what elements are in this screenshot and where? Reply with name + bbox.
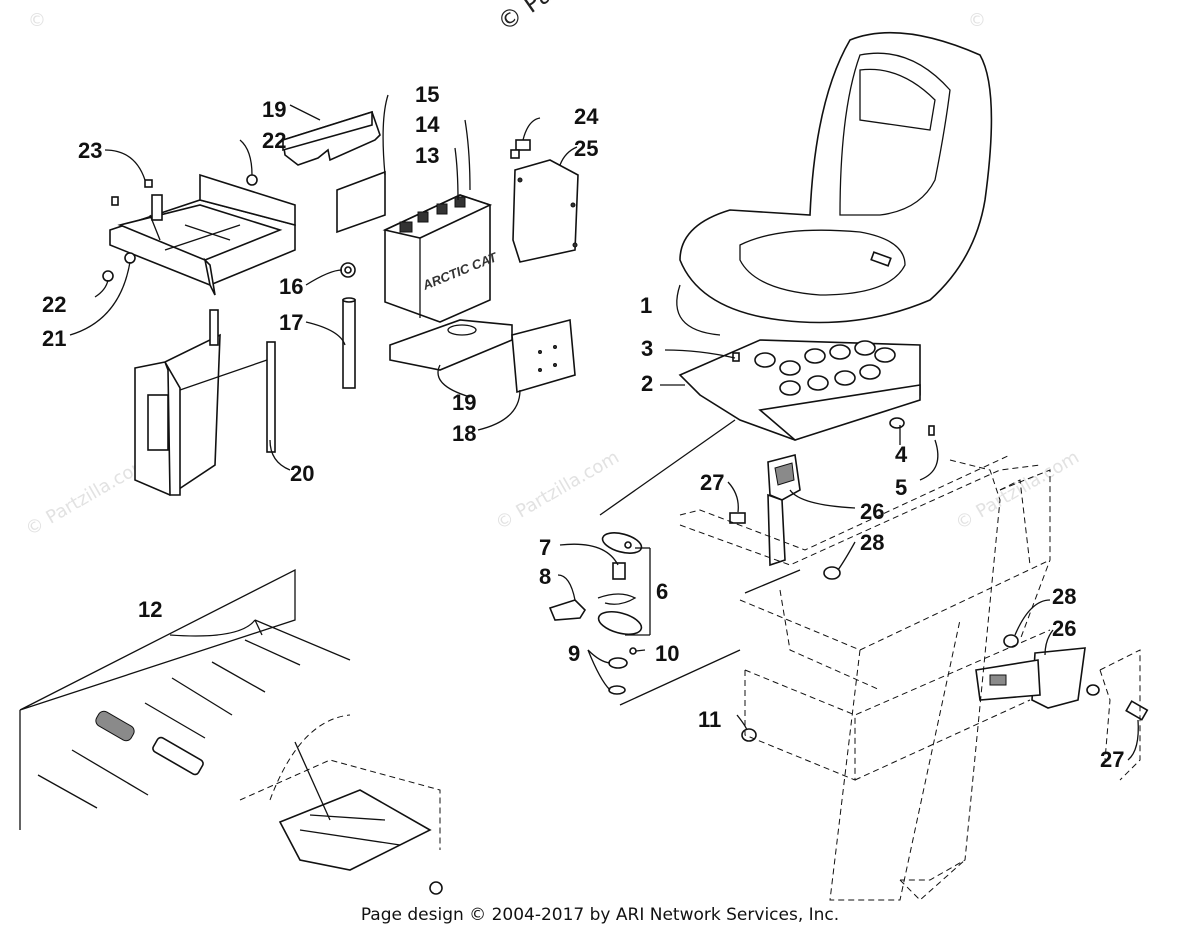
callout-10: 10 (655, 641, 679, 666)
plug-24 (510, 139, 531, 159)
callout-27-left: 27 (700, 470, 724, 495)
copyright-footer: Page design © 2004-2017 by ARI Network S… (361, 905, 839, 925)
callout-18: 18 (452, 421, 476, 446)
screw-5 (928, 425, 935, 436)
watermark-center: © Partzilla.com (492, 447, 623, 535)
nut-22-bottom (102, 270, 114, 282)
callout-23: 23 (78, 138, 102, 163)
pad-19-top (282, 110, 381, 166)
leader-lines (69, 94, 1139, 761)
seat (679, 31, 993, 324)
callout-7: 7 (539, 535, 551, 560)
bolt-7 (612, 562, 626, 580)
callout-16: 16 (279, 274, 303, 299)
bolt-27-left (729, 512, 746, 524)
frame (679, 454, 1141, 901)
watermark-right: © Partzilla.com (952, 447, 1083, 535)
nut-28-left (823, 566, 841, 580)
tool-wrench-4 (144, 702, 206, 739)
callout-19-bottom: 19 (452, 390, 476, 415)
callout-21: 21 (42, 326, 66, 351)
nut-11 (741, 728, 757, 742)
tool-screwdriver-bit (71, 749, 149, 796)
callout-15: 15 (415, 82, 439, 107)
callout-6: 6 (656, 579, 668, 604)
nut-16 (340, 262, 356, 278)
nut-28-right (1003, 634, 1019, 648)
callout-8: 8 (539, 564, 551, 589)
callout-13: 13 (415, 143, 439, 168)
tool-tray (278, 789, 432, 871)
callout-22-top: 22 (262, 128, 286, 153)
callout-1: 1 (640, 293, 652, 318)
washer-9b (608, 685, 626, 695)
nut-22-top (246, 174, 258, 186)
callout-28-left: 28 (860, 530, 884, 555)
plate-18 (511, 318, 576, 394)
bolt-3 (732, 352, 740, 362)
watermark-corner-right: © (968, 10, 986, 31)
tool-wrench-1 (244, 639, 301, 666)
callout-2: 2 (641, 371, 653, 396)
cover-25 (512, 159, 579, 263)
pad-19-bottom (389, 319, 513, 371)
plate-15 (336, 170, 386, 234)
watermark-top: © Pa (492, 0, 557, 37)
callout-28-right: 28 (1052, 584, 1076, 609)
callout-19-top: 19 (262, 97, 286, 122)
callout-5: 5 (895, 475, 907, 500)
callout-26-top: 26 (860, 499, 884, 524)
battery-tray (109, 173, 296, 296)
callout-4: 4 (895, 442, 908, 467)
tool-kit (19, 568, 443, 895)
callout-22-bottom: 22 (42, 292, 66, 317)
seat-belt-retractor (975, 647, 1086, 709)
callout-12: 12 (138, 597, 162, 622)
tool-wrench-3 (171, 677, 233, 716)
callout-24: 24 (574, 104, 599, 129)
tool-spark-plug-socket (152, 736, 204, 776)
latch-8 (548, 599, 587, 621)
tool-screwdriver (37, 774, 98, 809)
callout-26-right: 26 (1052, 616, 1076, 641)
battery-box (134, 309, 276, 496)
rod-17 (342, 297, 356, 389)
tool-hex-key (254, 619, 351, 661)
callout-14: 14 (415, 112, 440, 137)
watermark-corner-left: © (28, 10, 46, 31)
tool-screwdriver-handle (95, 710, 135, 742)
washer-9 (608, 657, 628, 669)
tool-wrench-2 (211, 661, 266, 693)
callout-25: 25 (574, 136, 598, 161)
callout-20: 20 (290, 461, 314, 486)
watermark-left: © Partzilla.com (22, 453, 153, 541)
screw-23 (111, 179, 153, 206)
latch-body (597, 610, 643, 636)
callout-27-right: 27 (1100, 747, 1124, 772)
seat-belt-buckle (767, 454, 801, 567)
callout-11: 11 (698, 707, 721, 732)
nut-4 (889, 417, 905, 429)
spring (597, 593, 637, 605)
bolt-27-right (1125, 700, 1149, 721)
callout-17: 17 (279, 310, 303, 335)
callouts: 1 2 3 4 5 6 7 8 9 10 11 12 13 14 15 16 1… (42, 82, 1124, 772)
callout-9: 9 (568, 641, 580, 666)
battery: ARCTIC CAT (382, 194, 500, 323)
washer-27 (1086, 684, 1100, 696)
callout-3: 3 (641, 336, 653, 361)
seat-base (678, 339, 921, 441)
pin-10 (629, 647, 637, 655)
